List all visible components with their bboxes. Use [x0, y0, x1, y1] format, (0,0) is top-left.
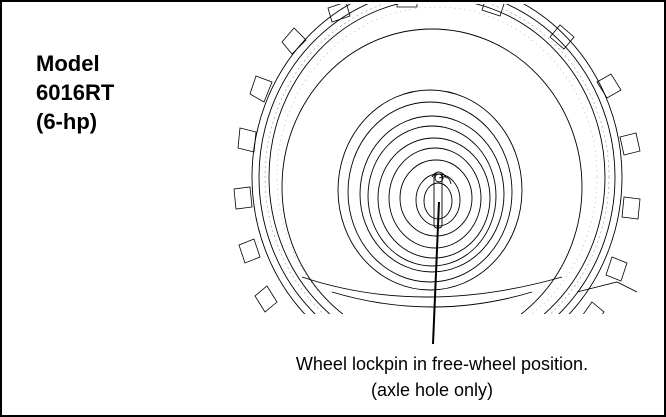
rim-flange	[301, 276, 638, 308]
axle-lockpin	[431, 171, 452, 229]
rim	[281, 28, 583, 314]
model-label: Model 6016RT (6-hp)	[36, 49, 114, 136]
tire-tread	[233, 4, 641, 314]
hub	[359, 115, 505, 273]
rim-hatching	[264, 4, 610, 314]
leader-line	[432, 201, 440, 345]
model-label-line-2: 6016RT	[36, 80, 115, 105]
caption-line-2: (axle hole only)	[370, 380, 494, 400]
model-label-line-1: Model	[36, 51, 100, 76]
model-label-line-3: (6-hp)	[36, 109, 98, 134]
tire-outline	[251, 4, 623, 314]
caption-line-1: Wheel lockpin in free-wheel position.	[295, 354, 589, 374]
